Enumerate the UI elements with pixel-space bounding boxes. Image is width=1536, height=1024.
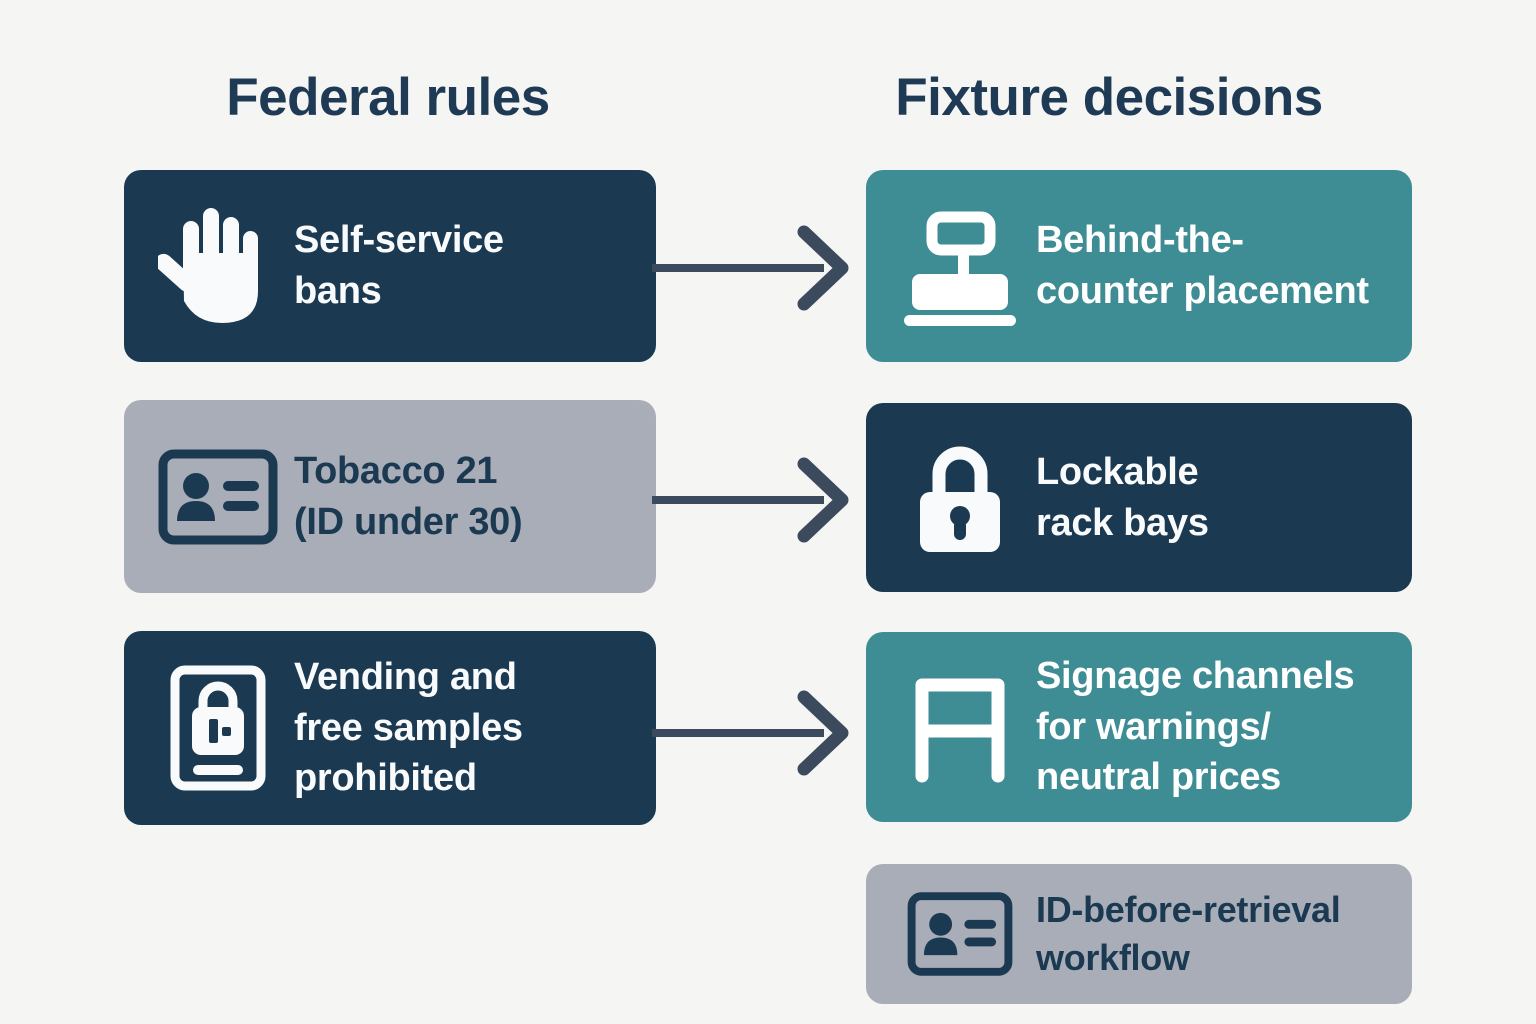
padlock-icon — [884, 440, 1036, 556]
fixture-label: Signage channels for warnings/ neutral p… — [1036, 654, 1355, 799]
fixture-box-signage-channels: Signage channels for warnings/ neutral p… — [866, 632, 1412, 822]
vending-machine-lock-icon — [142, 665, 294, 791]
hand-stop-icon — [142, 201, 294, 331]
rule-box-self-service-bans: Self-service bans — [124, 170, 656, 362]
cash-register-icon — [884, 206, 1036, 326]
arrow-tobacco21-to-lockable — [652, 454, 854, 546]
left-column-header: Federal rules — [226, 68, 550, 127]
arrow-self-service-to-counter — [652, 222, 854, 314]
rule-label: Self-service bans — [294, 219, 504, 312]
id-card-icon — [884, 890, 1036, 978]
fixture-label: ID-before-retrieval workflow — [1036, 888, 1341, 978]
id-card-icon — [142, 447, 294, 547]
fixture-box-lockable-rack: Lockable rack bays — [866, 403, 1412, 592]
fixture-label: Behind-the- counter placement — [1036, 219, 1369, 312]
fixture-box-behind-counter: Behind-the- counter placement — [866, 170, 1412, 362]
rule-label: Vending and free samples prohibited — [294, 655, 523, 800]
rule-box-tobacco-21: Tobacco 21 (ID under 30) — [124, 400, 656, 593]
sign-frame-icon — [884, 671, 1036, 783]
rule-box-vending-samples: Vending and free samples prohibited — [124, 631, 656, 825]
fixture-box-id-workflow: ID-before-retrieval workflow — [866, 864, 1412, 1004]
arrow-vending-to-signage — [652, 687, 854, 779]
right-column-header: Fixture decisions — [895, 68, 1323, 127]
fixture-label: Lockable rack bays — [1036, 450, 1209, 544]
rule-label: Tobacco 21 (ID under 30) — [294, 449, 523, 543]
